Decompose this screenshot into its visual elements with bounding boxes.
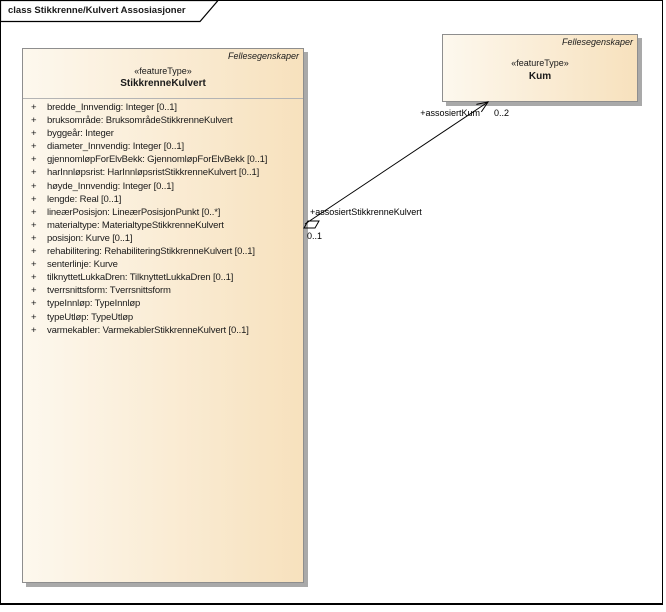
- visibility-marker: +: [31, 115, 37, 127]
- attribute-row[interactable]: + typeInnløp: TypeInnløp: [23, 297, 303, 310]
- stereotype-label: «featureType»: [134, 66, 192, 76]
- attribute-row[interactable]: + senterlinje: Kurve: [23, 258, 303, 271]
- attribute-signature: bredde_Innvendig: Integer [0..1]: [47, 102, 177, 113]
- attribute-signature: posisjon: Kurve [0..1]: [47, 232, 133, 244]
- attribute-signature: tverrsnittsform: Tverrsnittsform: [47, 285, 171, 297]
- attribute-signature: lengde: Real [0..1]: [47, 193, 122, 205]
- attribute-row[interactable]: + lineærPosisjon: LineærPosisjonPunkt [0…: [23, 206, 303, 219]
- visibility-marker: +: [31, 285, 37, 297]
- visibility-marker: +: [31, 232, 37, 244]
- attribute-row[interactable]: + materialtype: MaterialtypeStikkrenneKu…: [23, 219, 303, 232]
- attribute-signature: typeInnløp: TypeInnløp: [47, 298, 141, 310]
- attributes-compartment: + bredde_Innvendig: Integer [0..1] + bru…: [23, 99, 303, 337]
- attribute-row[interactable]: + tilknyttetLukkaDren: TilknyttetLukkaDr…: [23, 271, 303, 284]
- attribute-signature: tilknyttetLukkaDren: TilknyttetLukkaDren…: [47, 272, 234, 284]
- attribute-row[interactable]: + posisjon: Kurve [0..1]: [23, 232, 303, 245]
- diagram-title-tab: [0, 0, 220, 23]
- attribute-row[interactable]: + bruksområde: BruksområdeStikkrenneKulv…: [23, 114, 303, 127]
- attribute-signature: materialtype: MaterialtypeStikkrenneKulv…: [47, 219, 224, 231]
- association-source-multiplicity[interactable]: 0..1: [307, 231, 323, 241]
- visibility-marker: +: [31, 219, 37, 231]
- class-header: Fellesegenskaper «featureType» Stikkrenn…: [23, 49, 303, 98]
- visibility-marker: +: [31, 324, 37, 336]
- visibility-marker: +: [31, 272, 37, 284]
- visibility-marker: +: [31, 311, 37, 323]
- visibility-marker: +: [31, 193, 37, 205]
- association-target-multiplicity[interactable]: 0..2: [494, 108, 510, 118]
- attribute-row[interactable]: + byggeår: Integer: [23, 127, 303, 140]
- visibility-marker: +: [31, 167, 37, 179]
- attribute-row[interactable]: + bredde_Innvendig: Integer [0..1]: [23, 101, 303, 114]
- title-tab-shape: [0, 0, 220, 23]
- compartment-separator: [23, 98, 303, 99]
- class-name: StikkrenneKulvert: [120, 78, 206, 89]
- attribute-signature: byggeår: Integer: [47, 128, 114, 140]
- visibility-marker: +: [31, 206, 37, 218]
- association-target-role-label[interactable]: +assosiertKum: [420, 108, 480, 118]
- attribute-row[interactable]: + tverrsnittsform: Tverrsnittsform: [23, 284, 303, 297]
- visibility-marker: +: [31, 141, 37, 153]
- visibility-marker: +: [31, 259, 37, 271]
- association-source-role-label[interactable]: +assosiertStikkrenneKulvert: [310, 207, 422, 217]
- visibility-marker: +: [31, 128, 37, 140]
- class-kum[interactable]: Fellesegenskaper «featureType» Kum: [442, 34, 638, 102]
- class-header: Fellesegenskaper «featureType» Kum: [443, 35, 637, 84]
- visibility-marker: +: [31, 246, 37, 258]
- attribute-row[interactable]: + harInnløpsrist: HarInnløpsristStikkren…: [23, 166, 303, 179]
- class-name: Kum: [528, 71, 552, 82]
- attribute-signature: rehabilitering: RehabiliteringStikkrenne…: [47, 246, 255, 258]
- attribute-row[interactable]: + høyde_Innvendig: Integer [0..1]: [23, 180, 303, 193]
- attribute-row[interactable]: + diameter_Innvendig: Integer [0..1]: [23, 140, 303, 153]
- attribute-signature: diameter_Innvendig: Integer [0..1]: [47, 141, 184, 153]
- attribute-signature: bruksområde: BruksområdeStikkrenneKulver…: [47, 115, 233, 127]
- visibility-marker: +: [31, 154, 37, 166]
- visibility-marker: +: [31, 102, 37, 113]
- class-stikkrennekulvert[interactable]: Fellesegenskaper «featureType» Stikkrenn…: [22, 48, 304, 583]
- owner-package-label: Fellesegenskaper: [561, 37, 633, 47]
- attribute-row[interactable]: + lengde: Real [0..1]: [23, 193, 303, 206]
- attribute-signature: harInnløpsrist: HarInnløpsristStikkrenne…: [47, 167, 260, 179]
- attribute-signature: gjennomløpForElvBekk: GjennomløpForElvBe…: [47, 154, 268, 166]
- visibility-marker: +: [31, 298, 37, 310]
- visibility-marker: +: [31, 180, 37, 192]
- stereotype-label: «featureType»: [511, 58, 569, 68]
- owner-package-label: Fellesegenskaper: [227, 51, 299, 61]
- attribute-signature: typeUtløp: TypeUtløp: [47, 311, 134, 323]
- attribute-row[interactable]: + typeUtløp: TypeUtløp: [23, 311, 303, 324]
- attribute-signature: senterlinje: Kurve: [47, 259, 118, 271]
- diagram-title: class Stikkrenne/Kulvert Assosiasjoner: [8, 5, 186, 16]
- attribute-row[interactable]: + varmekabler: VarmekablerStikkrenneKulv…: [23, 324, 303, 337]
- attribute-row[interactable]: + gjennomløpForElvBekk: GjennomløpForElv…: [23, 153, 303, 166]
- attribute-row[interactable]: + rehabilitering: RehabiliteringStikkren…: [23, 245, 303, 258]
- attribute-signature: lineærPosisjon: LineærPosisjonPunkt [0..…: [47, 206, 221, 218]
- attribute-signature: høyde_Innvendig: Integer [0..1]: [47, 180, 174, 192]
- attribute-signature: varmekabler: VarmekablerStikkrenneKulver…: [47, 324, 249, 336]
